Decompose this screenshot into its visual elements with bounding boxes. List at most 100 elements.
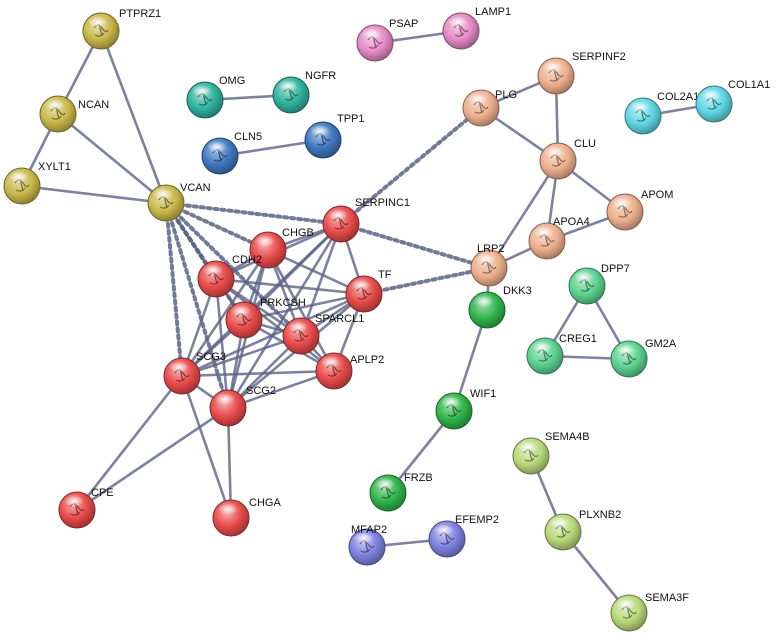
edge-serpinc1-lrp2 [339,222,491,270]
node-plg[interactable]: PLG [462,89,517,127]
node-scg3[interactable]: SCG3 [163,351,226,395]
edge-vcan-serpinc1 [164,201,343,226]
node-vcan[interactable]: VCAN [147,182,211,222]
node-sparcl1[interactable]: SPARCL1 [282,313,364,355]
node-highlight [616,344,636,356]
node-lrp2[interactable]: LRP2 [470,243,508,287]
node-dpp7[interactable]: DPP7 [568,263,630,305]
node-label: CPE [91,487,114,499]
node-frzb[interactable]: FRZB [369,472,433,512]
node-sema3f[interactable]: SEMA3F [610,592,689,632]
node-label: SCG3 [196,351,226,363]
edge-vcan-chgb [164,201,270,252]
edge-ptprz1-vcan [99,29,168,205]
node-highlight [468,93,488,105]
node-highlight [218,503,238,515]
edge-scg2-cpe [75,406,230,512]
node-label: SCG2 [246,385,276,397]
node-mfap2[interactable]: MFAP2 [348,524,387,566]
edge-cdh2-tf [214,277,366,296]
node-xylt1[interactable]: XYLT1 [3,161,71,205]
node-label: APOM [641,189,673,201]
edge-scg3-cpe [75,374,184,512]
node-ngfr[interactable]: NGFR [272,70,336,114]
node-tf[interactable]: TF [345,269,392,313]
node-scg2[interactable]: SCG2 [209,385,276,427]
node-col1a1[interactable]: COL1A1 [695,79,770,123]
node-chgb[interactable]: CHGB [249,227,314,269]
node-efemp2[interactable]: EFEMP2 [428,514,499,558]
node-psap[interactable]: PSAP [356,18,418,62]
node-label: DKK3 [503,285,532,297]
node-highlight [207,141,227,153]
node-highlight [448,16,468,28]
node-highlight [215,393,235,405]
node-highlight [9,171,29,183]
node-label: COL2A1 [657,91,699,103]
edge-sparcl1-scg3 [180,334,303,378]
node-highlight [550,517,570,529]
node-highlight [288,321,308,333]
node-label: PLG [495,89,517,101]
node-wif1[interactable]: WIF1 [435,388,496,430]
node-ncan[interactable]: NCAN [39,95,109,133]
node-label: OMG [219,75,245,87]
node-highlight [532,341,552,353]
node-apoa4[interactable]: APOA4 [528,216,590,260]
node-label: CLN5 [234,131,262,143]
node-cdh2[interactable]: CDH2 [197,254,262,298]
node-highlight [616,598,636,610]
node-label: PSAP [389,18,418,30]
node-label: EFEMP2 [455,514,499,526]
node-cln5[interactable]: CLN5 [201,131,262,175]
node-lamp1[interactable]: LAMP1 [442,6,511,50]
node-label: VCAN [180,182,211,194]
node-highlight [255,235,275,247]
node-gm2a[interactable]: GM2A [610,338,677,378]
edge-serpinc1-plg [339,106,483,226]
node-dkk3[interactable]: DKK3 [468,285,532,329]
node-highlight [441,396,461,408]
node-chga[interactable]: CHGA [212,497,281,537]
node-highlight [518,441,538,453]
node-label: PLXNB2 [579,509,621,521]
node-ptprz1[interactable]: PTPRZ1 [82,8,161,50]
node-label: TPP1 [337,113,365,125]
node-label: NCAN [78,99,109,111]
edge-tf-lrp2 [362,266,491,296]
node-label: LAMP1 [475,6,511,18]
node-apom[interactable]: APOM [606,189,673,231]
node-clu[interactable]: CLU [539,138,596,180]
edge-serpinc1-scg2 [226,222,343,410]
node-tpp1[interactable]: TPP1 [304,113,365,159]
node-highlight [231,305,251,317]
node-highlight [328,209,348,221]
node-serpinf2[interactable]: SERPINF2 [537,51,626,95]
node-serpinc1[interactable]: SERPINC1 [322,197,410,243]
edge-aplp2-scg2 [226,369,336,410]
node-label: SERPINC1 [355,197,410,209]
node-highlight [543,61,563,73]
node-highlight [45,99,65,111]
node-creg1[interactable]: CREG1 [526,333,597,375]
node-highlight [701,89,721,101]
node-aplp2[interactable]: APLP2 [315,352,384,390]
node-label: SERPINF2 [572,51,626,63]
edge-vcan-scg3 [164,201,184,378]
node-highlight [278,80,298,92]
node-prkcsh[interactable]: PRKCSH [225,297,306,339]
node-plxnb2[interactable]: PLXNB2 [544,509,621,551]
node-cpe[interactable]: CPE [58,487,114,529]
node-col2a1[interactable]: COL2A1 [624,91,699,135]
edge-cdh2-scg2 [214,277,230,410]
node-sema4b[interactable]: SEMA4B [512,431,590,475]
edge-cdh2-aplp2 [214,277,336,373]
node-highlight [354,532,374,544]
node-omg[interactable]: OMG [186,75,245,119]
node-highlight [574,271,594,283]
node-label: COL1A1 [728,79,770,91]
node-highlight [434,524,454,536]
node-highlight [534,226,554,238]
node-highlight [375,478,395,490]
